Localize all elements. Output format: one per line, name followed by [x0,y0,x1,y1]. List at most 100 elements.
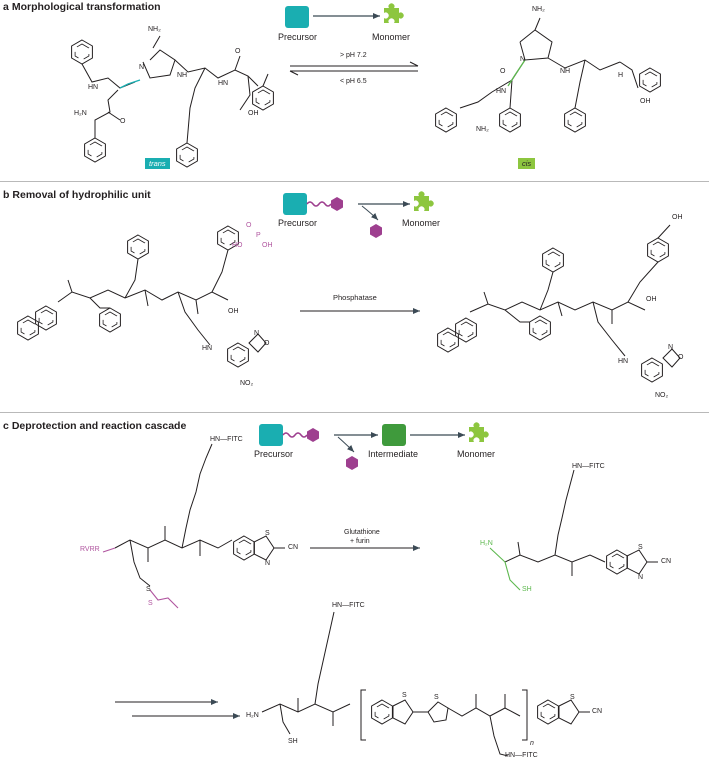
b-right-hn: HN [618,358,629,365]
trans-peptide-structure [71,35,274,168]
c-left-s-ring: S [265,530,270,537]
trans-n: N [139,64,145,71]
trans-oh: OH [248,110,259,117]
scheme-a-monomer-label: Monomer [372,32,411,42]
phosphate-o: O [246,222,252,229]
phosphate-oh: OH [262,242,273,249]
b-left-no2: NO₂ [240,380,254,387]
polymer-s2: S [434,694,439,701]
polymer-n-index: n [530,740,534,747]
scheme-a-monomer-puzzle [384,3,404,23]
scheme-c-precursor-label: Precursor [254,449,294,459]
forward-condition: > pH 7.2 [340,52,367,59]
trans-h2n: H₂N [74,110,87,117]
divider-a-b [0,181,709,182]
scheme-c-release-arrow [337,436,355,453]
c-right-n-ring: N [638,574,644,581]
trans-hn-2: HN [218,80,229,87]
dephospho-peptide-structure [437,224,681,383]
polymer-fitc-bottom: HN—FITC [505,752,538,759]
trans-nh2: NH₂ [148,26,161,33]
panel-c-letter: c [3,420,9,432]
c-right-s-ring: S [638,544,643,551]
b-left-oh: OH [228,308,239,315]
cis-nh2: NH₂ [532,6,545,13]
trans-hn: HN [88,84,99,91]
scheme-b-release-arrow [361,205,379,221]
trans-nh: NH [177,72,188,79]
b-left-n: N [254,330,260,337]
scheme-b-precursor [283,193,343,215]
polymer-cn: CN [592,708,603,715]
panel-c-heading: Deprotection and reaction cascade [11,420,187,432]
divider-b-c [0,412,709,413]
phosphate-ho: HO [232,242,243,249]
scheme-b-released-hexagon [370,224,382,238]
polymer-product-structure [261,611,590,757]
panel-a-letter: a [3,1,9,13]
scheme-c-precursor [259,424,319,446]
b-right-o: O [678,354,684,361]
c-right-h2n: H₂N [480,540,493,547]
scheme-c-monomer-label: Monomer [457,449,496,459]
cis-peptide-structure [435,17,661,133]
polymer-fitc-top: HN—FITC [332,602,365,609]
c-left-fitc: HN—FITC [210,436,243,443]
cis-green-bonds [507,59,526,87]
scheme-b-monomer-puzzle [414,191,434,211]
scheme-a-precursor-square [285,6,309,28]
deprotected-green-bonds [489,547,521,591]
polymer-h2n: H₂N [246,712,259,719]
glutathione-label: Glutathione [344,529,380,536]
b-right-n: N [668,344,674,351]
phospho-peptide-structure [17,225,267,368]
scheme-c-intermediate-square [382,424,406,446]
panel-b-heading: Removal of hydrophilic unit [12,189,151,201]
phosphate-p: P [256,232,261,239]
equilibrium-arrows [289,61,419,76]
trans-o: O [235,48,241,55]
probe-precursor-structure [114,443,285,587]
polymer-s3: S [570,694,575,701]
furin-label: + furin [350,538,370,545]
deprotected-probe-structure [504,469,658,576]
cis-h: H [618,72,624,79]
cis-oh: OH [640,98,651,105]
scheme-c-monomer-puzzle [469,422,489,442]
c-right-sh: SH [522,586,532,593]
c-left-n-ring: N [265,560,271,567]
cis-o: O [500,68,506,75]
b-right-oh-top: OH [672,214,683,221]
trans-label: trans [145,158,170,169]
cis-nh: NH [560,68,571,75]
c-left-cn: CN [288,544,299,551]
c-left-rvrr: RVRR [80,546,100,553]
cis-label: cis [518,158,536,169]
b-right-no2: NO₂ [655,392,669,399]
polymer-sh: SH [288,738,298,745]
reverse-condition: < pH 6.5 [340,78,367,85]
scheme-c-intermediate-label: Intermediate [368,449,419,459]
b-left-o: O [264,340,270,347]
cis-hn: HN [496,88,507,95]
c-left-s2: S [148,600,153,607]
trans-o-2: O [120,118,126,125]
phosphatase-label: Phosphatase [333,293,377,302]
panel-a-heading: Morphological transformation [11,1,161,13]
probe-purple-bonds [102,547,179,609]
cis-nh2-2: NH₂ [476,126,489,133]
trans-teal-bonds [119,79,141,89]
scheme-b-precursor-label: Precursor [278,218,318,228]
scheme-a-precursor-label: Precursor [278,32,318,42]
scheme-c-released-hexagon [346,456,358,470]
c-right-fitc: HN—FITC [572,463,605,470]
b-right-oh: OH [646,296,657,303]
b-left-hn: HN [202,345,213,352]
c-left-s: S [146,586,151,593]
polymer-s1: S [402,692,407,699]
c-right-cn: CN [661,558,672,565]
